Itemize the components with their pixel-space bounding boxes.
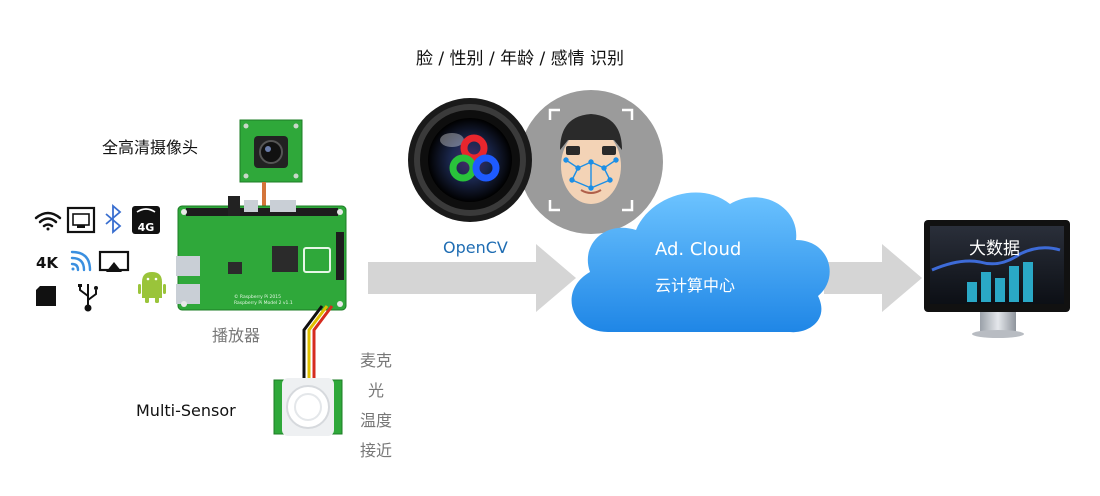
sensor-item-proximity: 接近	[359, 441, 392, 460]
player-label: 播放器	[212, 326, 261, 345]
opencv-logo-icon	[449, 134, 500, 182]
sensor-item-light: 光	[367, 381, 384, 400]
sensor-capability-list: 麦克 光 温度 接近	[356, 346, 396, 466]
bluetooth-icon	[105, 204, 122, 234]
arrow-cloud-to-bigdata	[824, 244, 922, 312]
usb-icon	[78, 284, 98, 312]
connectivity-icons: 4G 4K	[34, 204, 160, 312]
board-silkscreen-1: © Raspberry Pi 2015	[234, 293, 281, 300]
pir-sensor-icon	[273, 378, 343, 436]
sensor-label: Multi-Sensor	[136, 401, 236, 420]
sensor-item-mic: 麦克	[359, 351, 392, 370]
bigdata-bars	[967, 262, 1033, 302]
wifi-icon	[34, 211, 62, 231]
cloud-title: Ad. Cloud	[655, 239, 742, 260]
cloud-subtitle: 云计算中心	[655, 276, 736, 295]
ethernet-icon	[66, 206, 96, 234]
camera-label: 全高清摄像头	[102, 138, 199, 157]
bigdata-monitor-icon	[924, 220, 1070, 338]
opencv-label: OpenCV	[443, 238, 508, 257]
android-icon	[138, 272, 166, 303]
sensor-wires	[302, 305, 334, 382]
airplay-icon	[98, 250, 130, 272]
4k-icon: 4K	[36, 254, 59, 272]
cast-icon	[70, 250, 92, 272]
4g-icon: 4G	[132, 206, 160, 234]
diagram-title: 脸 / 性别 / 年龄 / 感情 识别	[416, 49, 625, 69]
bigdata-label: 大数据	[969, 239, 1020, 259]
4g-icon-text: 4G	[138, 221, 155, 234]
face-recognition-icon	[519, 90, 663, 234]
sd-card-icon	[36, 286, 56, 306]
cloud-icon	[571, 192, 830, 333]
board-silkscreen-2: Raspberry Pi Model 2 v1.1	[234, 300, 293, 306]
arrow-board-to-cloud	[368, 244, 576, 312]
sensor-item-temperature: 温度	[359, 411, 392, 430]
raspberry-pi-board-icon: © Raspberry Pi 2015 Raspberry Pi Model 2…	[176, 196, 347, 311]
